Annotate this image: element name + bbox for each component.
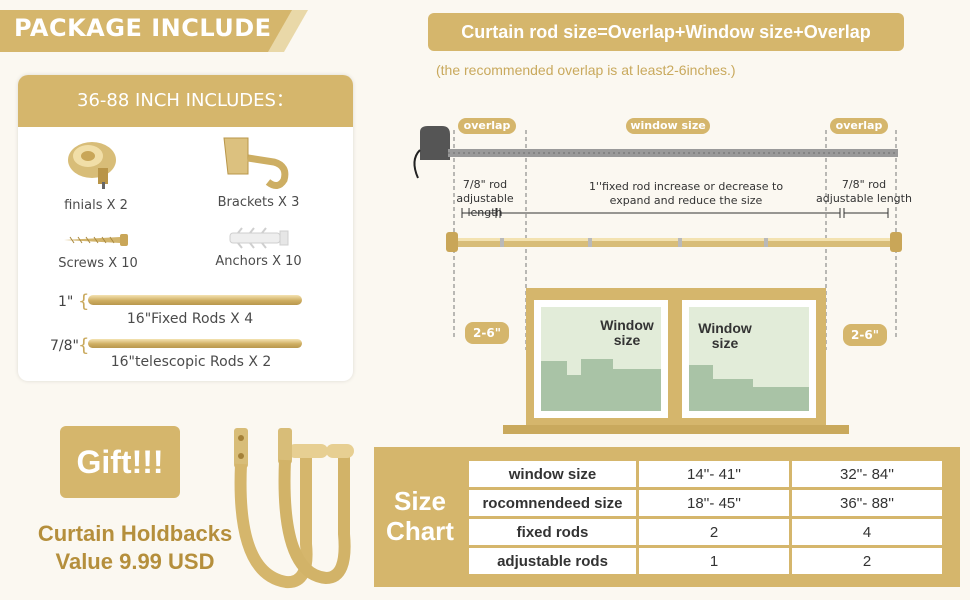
left-rod-line2: adjustable length [456, 192, 514, 219]
center-rod-label: 1''fixed rod increase or decrease to exp… [556, 180, 816, 208]
row-value-a: 18''- 45'' [639, 490, 789, 516]
bracket-image [223, 137, 289, 189]
brackets-label: Brackets X 3 [217, 195, 300, 210]
size-chart-title-line1: Size [393, 486, 447, 516]
row-value-b: 36''- 88'' [792, 490, 942, 516]
package-banner [0, 10, 300, 52]
overlap-right-pill: overlap [830, 118, 888, 134]
finials-label: finials X 2 [64, 198, 128, 213]
row-label: fixed rods [469, 519, 636, 545]
size-chart-table: window size 14''- 41'' 32''- 84'' rocomn… [466, 458, 945, 577]
anchor-image [229, 227, 289, 249]
table-row: rocomnendeed size 18''- 45'' 36''- 88'' [469, 490, 942, 516]
screws-label: Screws X 10 [58, 256, 138, 271]
center-line2: expand and reduce the size [609, 194, 763, 207]
right-rod-line2: adjustable length [816, 192, 912, 205]
left-rod-line1: 7/8" rod [462, 178, 508, 191]
table-row: fixed rods 2 4 [469, 519, 942, 545]
diagram-lines [413, 126, 902, 350]
window-right-line1: Window [698, 320, 752, 336]
window-left-line1: Window [600, 317, 654, 333]
holdback-image [234, 428, 354, 589]
window-left-glass [541, 307, 661, 411]
row-value-b: 2 [792, 548, 942, 574]
fixed-rods-label: 16"Fixed Rods X 4 [126, 311, 254, 327]
window-sill [503, 425, 849, 434]
telescopic-rods-label: 16"telescopic Rods X 2 [110, 354, 272, 370]
row-label: rocomnendeed size [469, 490, 636, 516]
overlap-note: (the recommended overlap is at least2-6i… [436, 62, 736, 78]
right-rod-label: 7/8" rod adjustable length [816, 178, 912, 206]
window-right-label: Window size [690, 321, 760, 351]
holdbacks-text: Curtain Holdbacks Value 9.99 USD [20, 520, 250, 576]
right-rod-line1: 7/8" rod [841, 178, 887, 191]
gift-badge: Gift!!! [60, 426, 180, 498]
brace-icon: { [78, 291, 90, 312]
table-row: adjustable rods 1 2 [469, 548, 942, 574]
includes-title: 36-88 INCH INCLUDES： [18, 75, 353, 127]
window-size-pill: window size [626, 118, 710, 134]
left-rod-label: 7/8" rod adjustable length [440, 178, 530, 220]
window-left-line2: size [613, 332, 641, 348]
package-title: PACKAGE INCLUDE [14, 14, 272, 42]
size-chart-title: Size Chart [380, 486, 460, 546]
brace-icon: { [78, 335, 90, 356]
gap-left-pill: 2-6" [465, 322, 509, 344]
window-right-line2: size [711, 335, 739, 351]
row-value-b: 32''- 84'' [792, 461, 942, 487]
finial-image [68, 142, 116, 189]
table-row: window size 14''- 41'' 32''- 84'' [469, 461, 942, 487]
gap-right-pill: 2-6" [843, 324, 887, 346]
telescopic-rod-size: 7/8" [50, 338, 79, 354]
screw-image [64, 234, 128, 246]
row-value-a: 1 [639, 548, 789, 574]
row-label: window size [469, 461, 636, 487]
fixed-rod-image [88, 295, 302, 305]
row-label: adjustable rods [469, 548, 636, 574]
row-value-a: 14''- 41'' [639, 461, 789, 487]
row-value-a: 2 [639, 519, 789, 545]
size-chart-title-line2: Chart [386, 516, 454, 546]
overlap-left-pill: overlap [458, 118, 516, 134]
fixed-rod-size: 1" [58, 294, 74, 310]
anchors-label: Anchors X 10 [215, 254, 302, 269]
holdbacks-name: Curtain Holdbacks [37, 521, 233, 546]
formula-title: Curtain rod size=Overlap+Window size+Ove… [428, 13, 904, 51]
center-line1: 1''fixed rod increase or decrease to [588, 180, 784, 193]
telescopic-rod-image [88, 339, 302, 348]
window-right-glass [689, 307, 809, 411]
window-left-label: Window size [592, 318, 662, 348]
row-value-b: 4 [792, 519, 942, 545]
holdbacks-value: Value 9.99 USD [55, 549, 215, 574]
